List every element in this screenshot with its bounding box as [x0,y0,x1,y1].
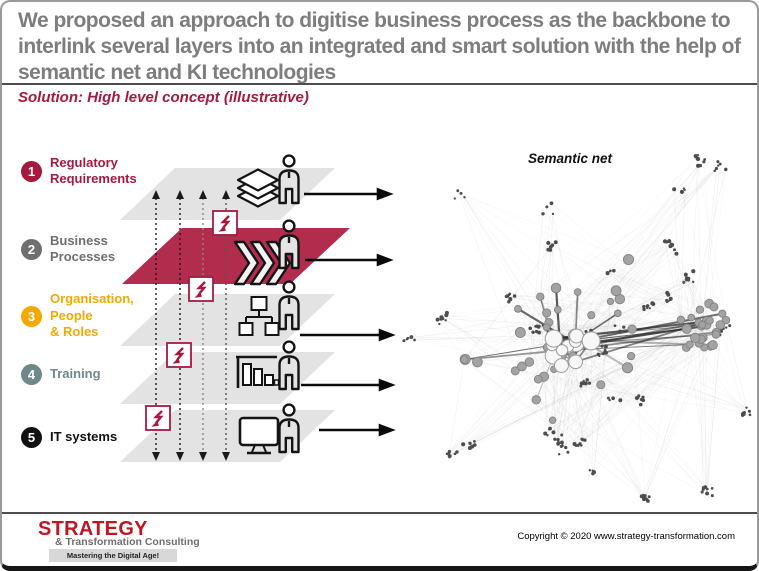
layer-number-badge: 5 [21,426,42,448]
layer-number-badge: 3 [21,305,42,327]
slide-title: We proposed an approach to digitise busi… [18,9,741,84]
lightning-icon [187,275,215,303]
layer-number-badge: 1 [21,160,42,182]
company-logo: STRATEGY & Transformation Consulting Mas… [38,519,200,562]
footer-divider [2,512,757,514]
lightning-icon [165,341,193,369]
slide-subtitle: Solution: High level concept (illustrati… [18,89,309,106]
lightning-icon [211,209,239,237]
layer-number-badge: 4 [21,363,42,385]
solution-layers-diagram [120,153,752,503]
layer-label: Organisation, People & Roles [50,291,134,340]
flow-arrow-icon [300,187,396,437]
layer-item-business-processes: 2 Business Processes [21,232,115,266]
title-divider [2,83,757,85]
lightning-icon [144,404,172,432]
layers-stack-icon [236,168,280,208]
layer-label: Training [50,365,101,381]
layer-plane-business [122,228,350,284]
semantic-net-label: Semantic net [527,151,613,166]
layer-plane-training [120,352,335,404]
org-chart-icon [238,296,280,336]
layer-item-training: 4 Training [21,363,101,385]
brand-tagline: Mastering the Digital Age! [49,549,177,562]
layer-number-badge: 2 [21,238,42,260]
copyright-text: Copyright © 2020 www.strategy-transforma… [517,531,735,542]
layer-item-regulatory-requirements: 1 Regulatory Requirements [21,154,137,188]
brand-subtitle: & Transformation Consulting [55,536,200,548]
layer-label: IT systems [50,428,118,444]
layer-item-it-systems: 5 IT systems [21,426,118,448]
interlink-arrow-icon [152,190,230,461]
bar-chart-icon [236,355,280,388]
layer-plane-organisation [120,294,335,346]
layer-label: Regulatory Requirements [50,154,137,187]
brand-name: STRATEGY [38,518,148,540]
semantic-net-graph [402,153,752,503]
layer-label: Business Processes [50,232,116,265]
layer-item-organisation-people-roles: 3 Organisation, People & Roles [21,291,134,341]
monitor-icon [238,416,280,455]
